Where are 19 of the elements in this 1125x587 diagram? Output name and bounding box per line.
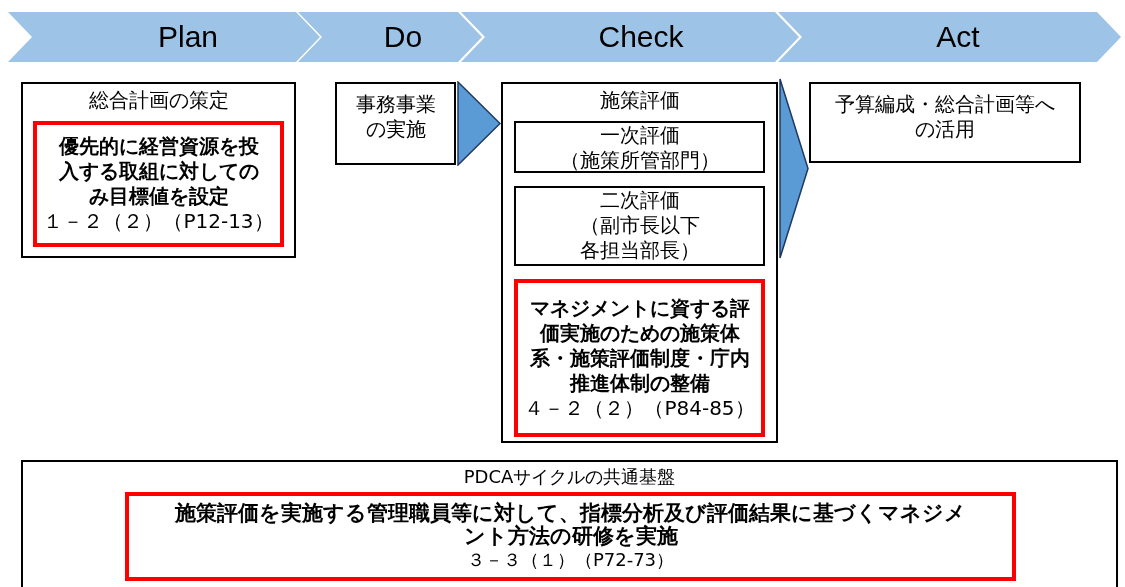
highlight-box: 優先的に経営資源を投入する取組に対してのみ目標値を設定 １－２（２）（P12-13） <box>33 121 284 247</box>
box-heading: PDCAサイクルの共通基盤 <box>463 465 676 489</box>
phase-band: Act <box>778 12 1121 62</box>
phase-band: Do <box>298 12 482 62</box>
box-heading: 施策評価 <box>599 87 680 113</box>
highlight-box: 施策評価を実施する管理職員等に対して、指標分析及び評価結果に基づくマネジメント方法の研修を実施 ３－３（１）（P72-73） <box>125 492 1016 581</box>
foundation-box <box>21 460 1118 587</box>
box-heading: 総合計画の策定 <box>88 87 229 113</box>
arrow-triangle <box>779 78 809 259</box>
process-box: 事務事業の実施 <box>335 82 456 165</box>
phase-band: Check <box>461 12 799 62</box>
highlight-box: マネジメントに資する評価実施のための施策体系・施策評価制度・庁内推進体制の整備 ４－２（２）（P84-85） <box>514 279 765 437</box>
arrow-triangle <box>457 81 501 166</box>
phase-band: Plan <box>8 12 320 62</box>
process-box <box>21 82 296 258</box>
process-box: 予算編成・総合計画等への活用 <box>809 82 1081 163</box>
evaluation-box: 一次評価 （施策所管部門） <box>514 121 765 173</box>
evaluation-box: 二次評価 （副市長以下各担当部長） <box>514 186 765 266</box>
process-box <box>501 82 778 443</box>
